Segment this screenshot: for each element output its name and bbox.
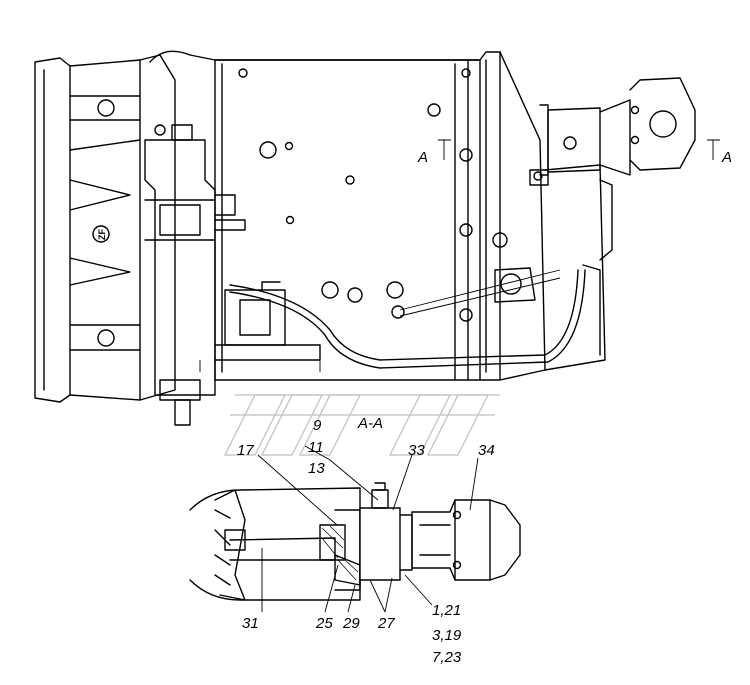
callout-31: 31 [242,615,259,632]
callout-11: 11 [308,439,324,456]
leader-lines [257,445,479,613]
section-view-a-a [189,482,521,601]
watermark [224,394,500,456]
callout-13: 13 [308,460,325,477]
valve-block [199,269,586,372]
callout-7-23: 7,23 [432,649,462,666]
callout-33: 33 [408,442,425,459]
callout-25: 25 [315,615,333,632]
shift-actuator [144,124,246,426]
section-title: A-A [357,415,383,432]
section-marker-right: A [721,149,732,166]
upper-pto [438,77,720,186]
zf-logo: ZF [97,229,107,240]
gearbox-housing [34,50,613,403]
callout-27: 27 [377,615,395,632]
callout-29: 29 [342,615,360,632]
callout-34: 34 [478,442,495,459]
callout-9: 9 [313,417,322,434]
section-marker-left: A [417,149,428,166]
callout-3-19: 3,19 [432,627,462,644]
callout-17: 17 [237,442,254,459]
callout-1-21: 1,21 [432,602,461,619]
